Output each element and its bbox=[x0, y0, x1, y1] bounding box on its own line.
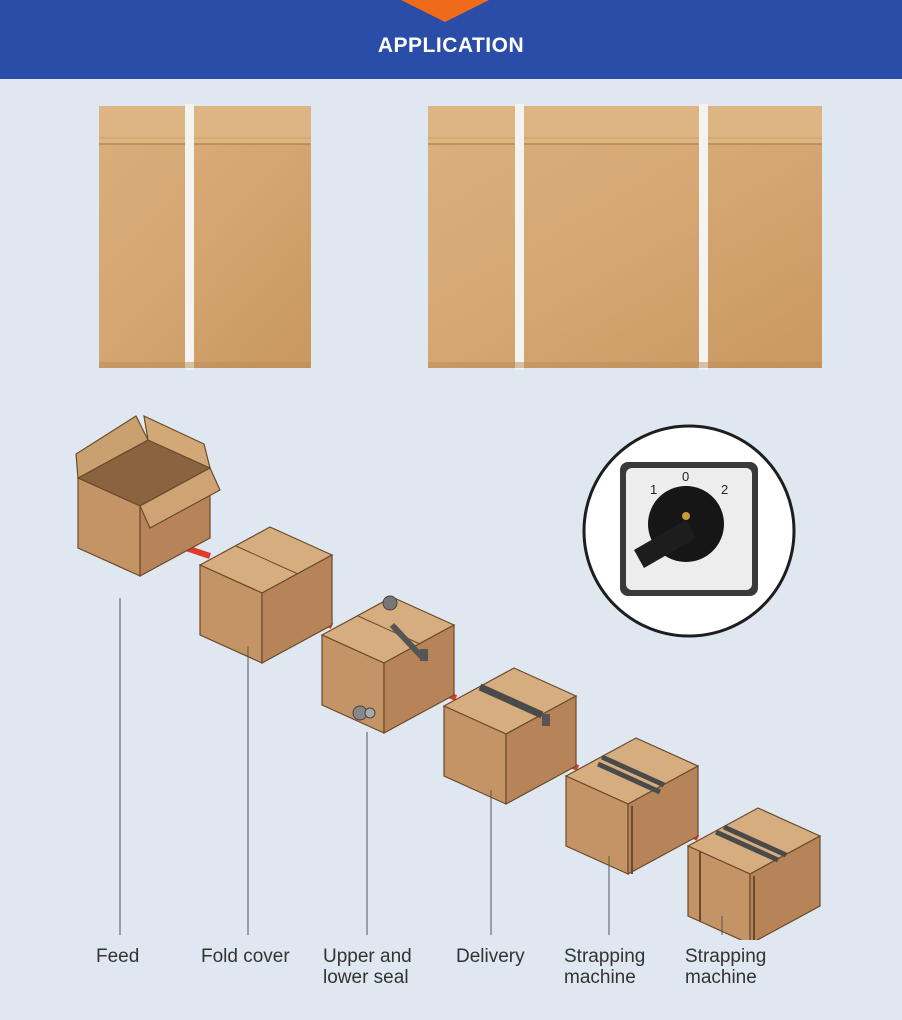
switch-label-1: 1 bbox=[650, 482, 657, 497]
strapped-box-photo-1 bbox=[99, 104, 311, 370]
box-delivery bbox=[443, 667, 577, 805]
step-label-strapping-machine-1: Strapping machine bbox=[564, 946, 646, 988]
step-label-feed: Feed bbox=[96, 946, 140, 967]
switch-label-0: 0 bbox=[682, 469, 689, 484]
box-strapping-2 bbox=[687, 807, 821, 940]
open-box-feed bbox=[75, 414, 221, 578]
strapped-box-photo-2 bbox=[428, 104, 822, 370]
page-title: APPLICATION bbox=[377, 34, 525, 57]
switch-position-labels: 1 0 2 bbox=[650, 469, 728, 497]
process-diagram: 1 0 2 bbox=[75, 414, 821, 940]
switch-label-2: 2 bbox=[721, 482, 728, 497]
step-label-fold-cover: Fold cover bbox=[201, 946, 290, 967]
step-label-upper-lower-seal: Upper and lower seal bbox=[323, 946, 412, 988]
step-label-delivery: Delivery bbox=[456, 946, 525, 967]
header-bar: APPLICATION bbox=[0, 0, 902, 79]
step-label-strapping-machine-2: Strapping machine bbox=[685, 946, 767, 988]
box-strapping-1 bbox=[565, 737, 699, 875]
box-fold-cover bbox=[199, 526, 333, 664]
leader-lines bbox=[119, 598, 723, 935]
rotary-switch-inset: 1 0 2 bbox=[582, 424, 796, 638]
header-down-arrow-icon bbox=[401, 0, 489, 22]
box-seal bbox=[321, 595, 455, 734]
